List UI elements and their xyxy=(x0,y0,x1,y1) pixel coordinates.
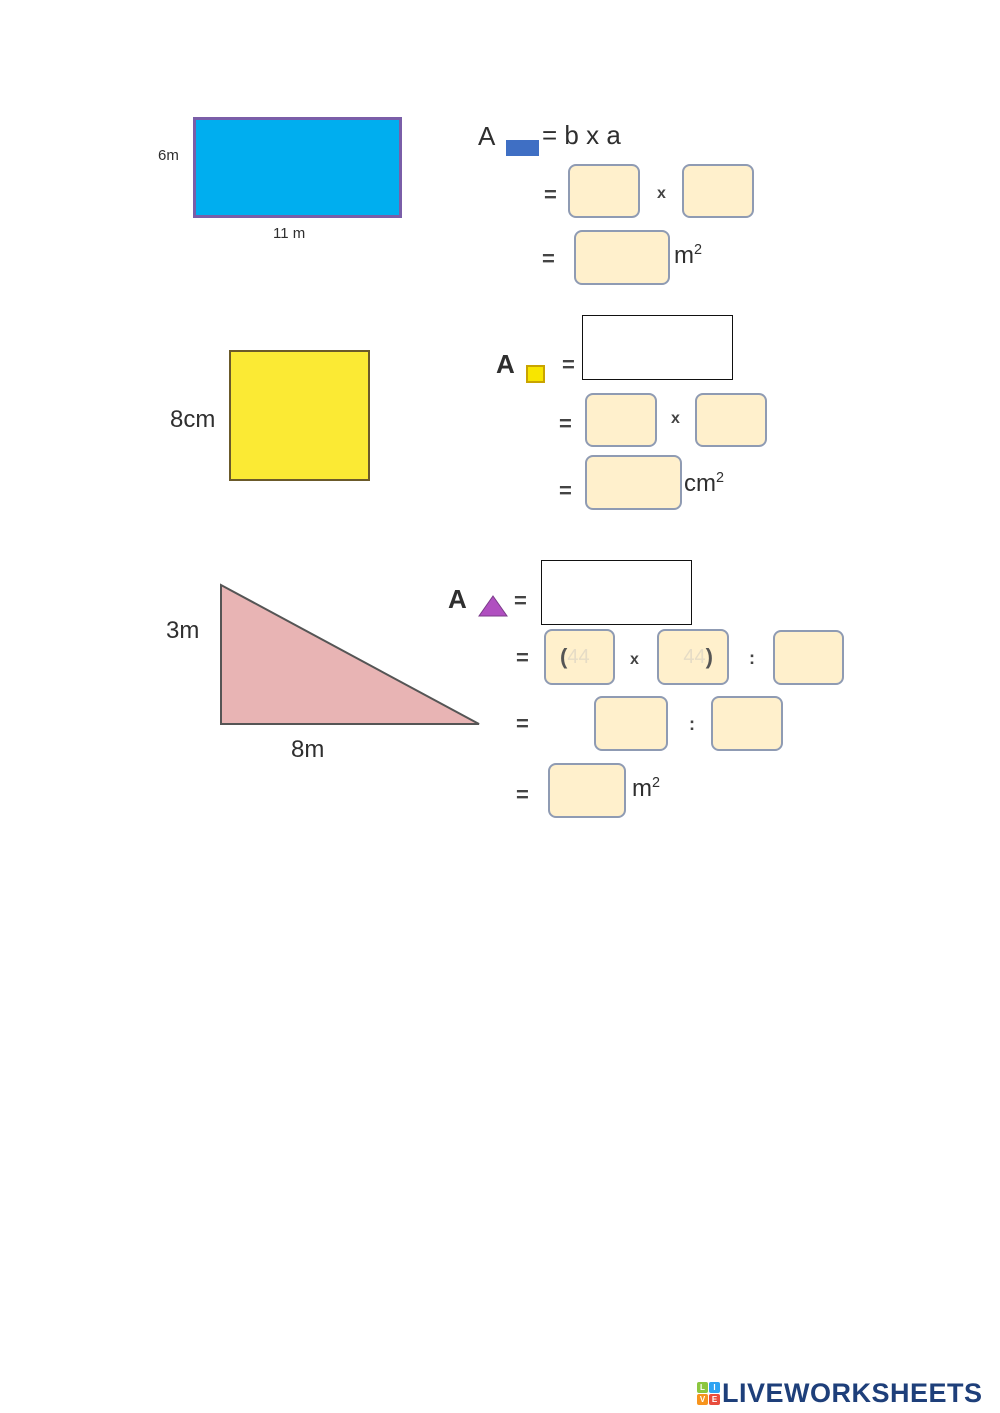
square-formula-input[interactable] xyxy=(582,315,733,380)
triangle-row3-equals: = xyxy=(516,782,529,807)
triangle-unit: m2 xyxy=(632,775,661,802)
triangle-icon xyxy=(478,595,508,617)
triangle-result-input[interactable] xyxy=(548,763,626,818)
triangle-formula-input[interactable] xyxy=(541,560,692,625)
rectangle-base-label: 11 m xyxy=(273,225,306,242)
square-result-input[interactable] xyxy=(585,455,682,510)
rectangle-base-input[interactable] xyxy=(568,164,640,218)
rectangle-side-label: 6m xyxy=(158,147,179,164)
height-placeholder: 44 xyxy=(683,645,706,668)
rectangle-area-prefix: A xyxy=(478,121,496,151)
rectangle-times-sign: x xyxy=(657,185,666,202)
triangle-height-input[interactable]: 44 ) xyxy=(657,629,729,685)
triangle-divide-sign-2: : xyxy=(689,714,695,734)
triangle-area-prefix: A xyxy=(448,584,467,614)
triangle-formula-equals: = xyxy=(514,588,527,613)
triangle-product-input[interactable] xyxy=(594,696,668,751)
square-side-label: 8cm xyxy=(170,406,216,433)
square-times-sign: x xyxy=(671,410,680,427)
rectangle-height-input[interactable] xyxy=(682,164,754,218)
triangle-row1-equals: = xyxy=(516,645,529,670)
close-parenthesis: ) xyxy=(705,644,713,669)
square-formula-equals: = xyxy=(562,352,575,377)
triangle-figure xyxy=(220,583,480,725)
triangle-height-label: 3m xyxy=(166,617,200,644)
square-row1-equals: = xyxy=(559,411,572,436)
rectangle-formula: = b x a xyxy=(542,120,621,150)
triangle-divisor-input-1[interactable] xyxy=(773,630,844,685)
square-area-prefix: A xyxy=(496,349,515,379)
triangle-base-input[interactable]: ( 44 xyxy=(544,629,615,685)
square-figure xyxy=(229,350,370,481)
logo-letter-i: I xyxy=(709,1382,720,1393)
square-side1-input[interactable] xyxy=(585,393,657,447)
rectangle-row2-equals: = xyxy=(542,246,555,271)
square-icon xyxy=(526,365,545,383)
liveworksheets-logo: L I V E LIVEWORKSHEETS xyxy=(697,1378,983,1409)
triangle-times-sign: x xyxy=(630,651,639,668)
square-row2-equals: = xyxy=(559,478,572,503)
live-grid-icon: L I V E xyxy=(697,1382,720,1405)
triangle-divisor-input-2[interactable] xyxy=(711,696,783,751)
open-parenthesis: ( xyxy=(560,644,568,669)
logo-letter-v: V xyxy=(697,1394,708,1405)
square-unit: cm2 xyxy=(684,470,725,497)
rectangle-result-input[interactable] xyxy=(574,230,670,285)
triangle-row2-equals: = xyxy=(516,711,529,736)
logo-letter-e: E xyxy=(709,1394,720,1405)
brand-name: LIVEWORKSHEETS xyxy=(722,1378,983,1408)
triangle-divide-sign-1: : xyxy=(749,648,755,668)
triangle-base-label: 8m xyxy=(291,736,325,763)
rectangle-icon xyxy=(506,140,539,156)
rectangle-figure xyxy=(193,117,402,218)
rectangle-unit: m2 xyxy=(674,242,703,269)
logo-letter-l: L xyxy=(697,1382,708,1393)
rectangle-row1-equals: = xyxy=(544,182,557,207)
square-side2-input[interactable] xyxy=(695,393,767,447)
base-placeholder: 44 xyxy=(567,645,590,668)
